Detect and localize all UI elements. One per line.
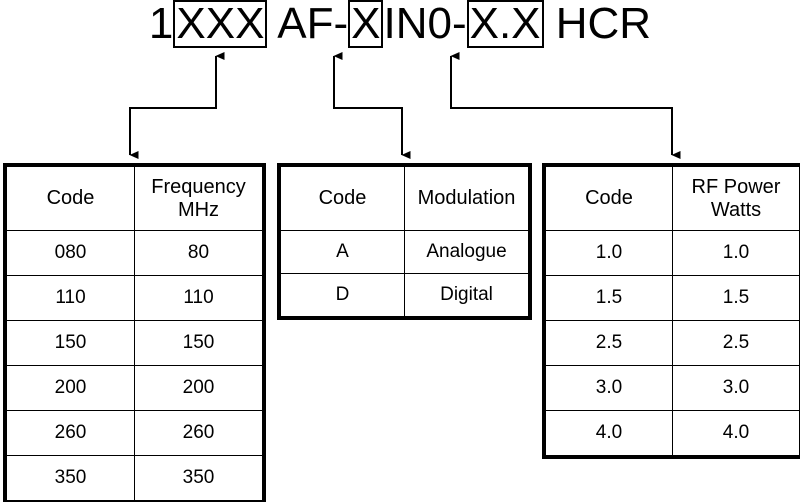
frequency-table-body: 080 80 110 110 150 150 200 200 260 260 3… — [4, 230, 265, 502]
cell-code: 350 — [4, 455, 135, 502]
table-row: 150 150 — [4, 320, 265, 366]
cell-value: 3.0 — [672, 365, 800, 411]
connector-rf-power — [450, 52, 681, 159]
cell-code: 150 — [4, 320, 135, 366]
header-frequency: Frequency MHz — [134, 164, 265, 231]
cell-value: 1.0 — [672, 230, 800, 276]
cell-code: 110 — [4, 275, 135, 321]
table-row: 080 80 — [4, 230, 265, 276]
table-row: 1.5 1.5 — [543, 275, 800, 321]
table-header-row: Code Frequency MHz — [4, 164, 265, 231]
frequency-lookup-table: Code Frequency MHz 080 80 110 110 150 15… — [3, 163, 266, 502]
cell-code: 200 — [4, 365, 135, 411]
table-row: A Analogue — [278, 230, 531, 274]
header-frequency-line1: Frequency — [151, 175, 246, 198]
table-row: 110 110 — [4, 275, 265, 321]
modulation-code-field: X — [348, 0, 384, 48]
table-row: 3.0 3.0 — [543, 365, 800, 411]
cell-value: 1.5 — [672, 275, 800, 321]
literal-af: AF- — [267, 0, 349, 48]
cell-code: 1.0 — [543, 230, 673, 276]
cell-value: Digital — [404, 273, 531, 319]
part-number-prefix: 1 — [148, 0, 174, 48]
table-row: 4.0 4.0 — [543, 410, 800, 458]
cell-code: A — [278, 230, 405, 274]
connector-frequency — [129, 52, 225, 159]
cell-value: 4.0 — [672, 410, 800, 458]
table-row: D Digital — [278, 273, 531, 319]
literal-in0: IN0- — [383, 0, 467, 48]
header-frequency-line2: MHz — [177, 198, 220, 221]
cell-code: 1.5 — [543, 275, 673, 321]
table-row: 260 260 — [4, 410, 265, 456]
modulation-table-body: A Analogue D Digital — [278, 230, 531, 319]
header-rf-power-line2: Watts — [710, 198, 762, 221]
cell-value: 80 — [134, 230, 265, 276]
cell-code: 4.0 — [543, 410, 673, 458]
header-code: Code — [4, 164, 135, 231]
modulation-lookup-table: Code Modulation A Analogue D Digital — [277, 163, 532, 320]
connector-modulation — [333, 52, 411, 159]
cell-code: 2.5 — [543, 320, 673, 366]
cell-value: 260 — [134, 410, 265, 456]
header-code: Code — [278, 164, 405, 231]
cell-value: 110 — [134, 275, 265, 321]
cell-value: 150 — [134, 320, 265, 366]
table-row: 350 350 — [4, 455, 265, 502]
cell-code: D — [278, 273, 405, 319]
rf-power-code-field: X.X — [466, 0, 544, 48]
rf-power-lookup-table: Code RF Power Watts 1.0 1.0 1.5 1.5 2.5 … — [542, 163, 800, 459]
frequency-code-field: XXX — [173, 0, 268, 48]
cell-value: 350 — [134, 455, 265, 502]
cell-code: 080 — [4, 230, 135, 276]
literal-hcr: HCR — [543, 0, 652, 48]
cell-value: 200 — [134, 365, 265, 411]
cell-code: 260 — [4, 410, 135, 456]
cell-code: 3.0 — [543, 365, 673, 411]
rf-power-table-body: 1.0 1.0 1.5 1.5 2.5 2.5 3.0 3.0 4.0 4.0 — [543, 230, 800, 458]
table-row: 1.0 1.0 — [543, 230, 800, 276]
header-code: Code — [543, 164, 673, 231]
table-row: 200 200 — [4, 365, 265, 411]
header-modulation: Modulation — [404, 164, 531, 231]
header-rf-power-line1: RF Power — [691, 175, 781, 198]
table-header-row: Code Modulation — [278, 164, 531, 231]
table-header-row: Code RF Power Watts — [543, 164, 800, 231]
cell-value: 2.5 — [672, 320, 800, 366]
table-row: 2.5 2.5 — [543, 320, 800, 366]
cell-value: Analogue — [404, 230, 531, 274]
header-rf-power: RF Power Watts — [672, 164, 800, 231]
